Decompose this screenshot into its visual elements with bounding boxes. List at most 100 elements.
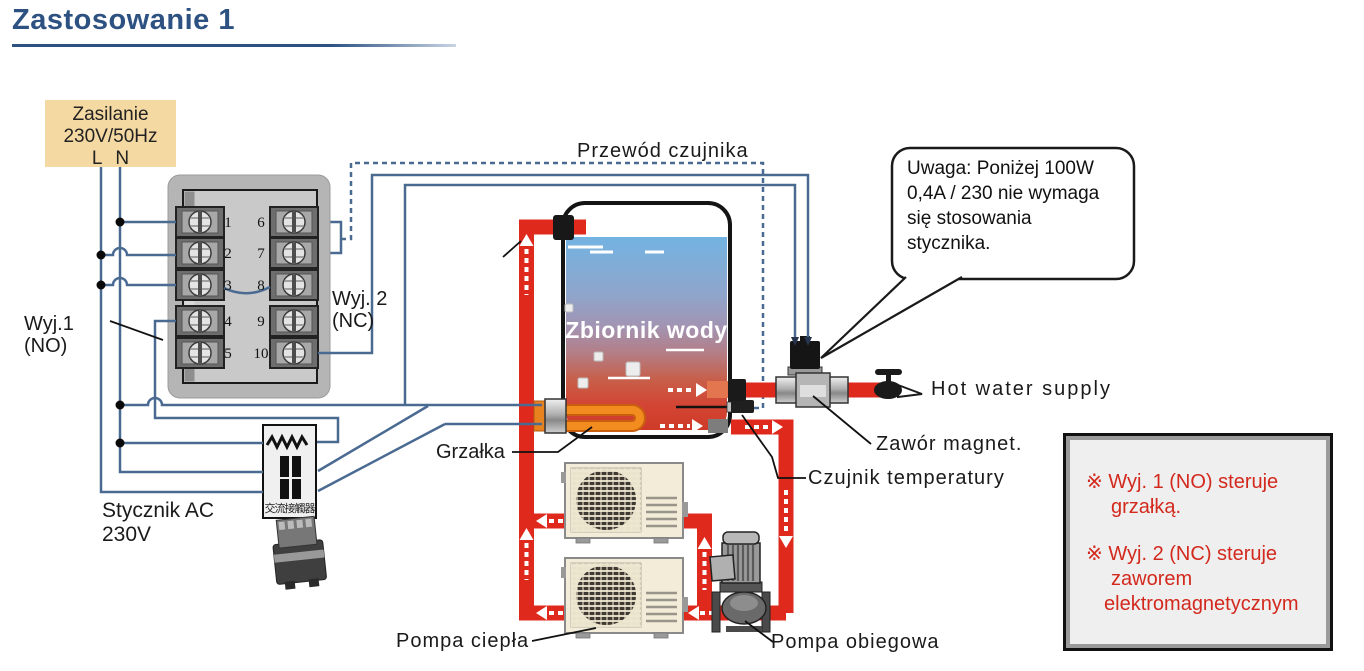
terminal-numbers: 1 2 3 4 5 6 7 8 9 10 xyxy=(224,215,268,362)
reference-mark-icon: ※ xyxy=(1086,471,1103,493)
tank-inlet-fitting-icon xyxy=(553,215,574,240)
flow-arrow-right-tank-2 xyxy=(660,419,703,433)
leader-zawor xyxy=(812,395,872,445)
contactor-line2: 230V xyxy=(102,523,152,546)
info-item-2-line1: Wyj. 2 (NC) steruje xyxy=(1108,543,1278,565)
solenoid-coil xyxy=(790,341,820,369)
leader-pompa-obiegowa xyxy=(744,620,774,643)
flow-arrow-right-outlet xyxy=(745,420,783,434)
info-item-2-line3: elektromagnetycznym xyxy=(1104,593,1299,615)
tank-label: Zbiornik wody xyxy=(565,317,728,343)
contactor-symbol xyxy=(262,424,317,519)
wire-contact-out-2 xyxy=(317,422,446,493)
terminal-screw-icon xyxy=(269,269,319,301)
contactor-line1: Stycznik AC xyxy=(102,499,215,522)
svg-text:8: 8 xyxy=(257,278,265,294)
contact-bars-icon xyxy=(280,456,301,499)
tank-water-gradient xyxy=(566,237,727,430)
wire-heater-top xyxy=(120,396,542,407)
heater-label: Grzałka xyxy=(436,441,505,463)
heater-flange xyxy=(544,398,567,434)
wire-end-arrowheads xyxy=(791,337,812,346)
svg-text:10: 10 xyxy=(254,346,269,362)
terminal-screw-icon xyxy=(175,237,225,269)
hot-outlet-port xyxy=(707,381,728,398)
wiring xyxy=(99,167,810,494)
info-item-1-line1: Wyj. 1 (NO) steruje xyxy=(1108,471,1279,493)
wire-valve-2 xyxy=(403,183,797,405)
info-item-2-line2: zaworem xyxy=(1111,568,1193,590)
solenoid-valve-icon xyxy=(775,336,849,408)
heat-pump-label: Pompa ciepła xyxy=(396,630,530,652)
wire-valve-1 xyxy=(318,173,810,355)
sensor-wire-label: Przewód czujnika xyxy=(577,140,749,162)
svg-text:4: 4 xyxy=(224,314,232,330)
flow-arrow-right-tank-1 xyxy=(668,383,707,397)
bubble-tail xyxy=(820,276,963,359)
info-box: ※ Wyj. 1 (NO) steruje grzałką. ※ Wyj. 2 … xyxy=(1063,433,1333,651)
note-bubble-shape xyxy=(820,146,1136,359)
reference-mark-icon: ※ xyxy=(1086,543,1103,565)
circ-pump-label: Pompa obiegowa xyxy=(771,631,940,653)
water-bubbles xyxy=(564,303,641,389)
svg-text:6: 6 xyxy=(257,215,265,231)
circulation-pump-icon xyxy=(709,531,771,633)
water-tank xyxy=(561,201,732,439)
note-bubble-text: Uwaga: Poniżej 100W 0,4A / 230 nie wymag… xyxy=(907,156,1099,256)
valve-label: Zawór magnet. xyxy=(876,433,1023,455)
water-surface-ripples xyxy=(568,245,664,254)
faucet-icon xyxy=(874,369,923,399)
heater-element-icon xyxy=(558,404,646,432)
wyj1-line2: (NO) xyxy=(24,335,68,357)
wyj1-label: Wyj.1 (NO) xyxy=(24,313,74,357)
contactor-symbol-text: 交流接觸器 xyxy=(264,503,316,515)
terminal-screw-icon xyxy=(175,305,225,337)
louvers xyxy=(646,496,677,528)
terminal-screw-icon xyxy=(175,337,225,369)
flow-arrow-left-hp1 xyxy=(536,514,567,528)
svg-text:1: 1 xyxy=(224,215,232,231)
svg-text:9: 9 xyxy=(257,314,265,330)
flow-arrow-up-1 xyxy=(519,234,534,295)
coil-icon xyxy=(265,433,309,451)
wire-junction-dots xyxy=(96,217,125,448)
terminal-N-label: N xyxy=(115,148,130,169)
tank-internals xyxy=(533,245,729,434)
wire-N xyxy=(118,167,263,474)
bubble-line-1: Uwaga: Poniżej 100W xyxy=(907,158,1094,179)
leader-pipe-tick xyxy=(502,240,522,258)
heat-pump-unit-1 xyxy=(561,462,688,544)
wyj2-label: Wyj. 2 (NC) xyxy=(332,288,387,332)
bottom-outlet-port xyxy=(708,419,728,433)
wire-jumper-3-8 xyxy=(223,285,271,295)
terminal-block xyxy=(167,174,331,399)
wyj2-line2: (NC) xyxy=(332,310,375,332)
terminal-screws xyxy=(175,206,319,369)
power-line-1: Zasilanie xyxy=(72,104,149,125)
terminal-screw-icon xyxy=(175,206,225,238)
title-underline xyxy=(12,44,456,47)
leader-pompa-ciepla xyxy=(531,627,597,642)
svg-text:5: 5 xyxy=(224,346,232,362)
wire-terminal-3 xyxy=(101,276,176,287)
terminal-L-label: L xyxy=(91,148,103,169)
info-box-inner: ※ Wyj. 1 (NO) steruje grzałką. ※ Wyj. 2 … xyxy=(1066,436,1330,648)
pump-junction-box xyxy=(709,554,736,582)
contactor-photo xyxy=(272,515,327,590)
info-item-2: ※ Wyj. 2 (NC) steruje zaworem elektromag… xyxy=(1086,542,1318,617)
power-line-2: 230V/50Hz xyxy=(63,126,158,147)
flow-arrow-up-2 xyxy=(519,528,534,580)
terminal-screw-icon xyxy=(269,206,319,238)
wire-contact-out-1 xyxy=(317,404,429,473)
flow-arrows xyxy=(519,234,793,620)
bubble-line-2: 0,4A / 230 nie wymaga xyxy=(907,183,1100,204)
temp-sensor-icon xyxy=(726,400,754,413)
water-streaks xyxy=(608,348,704,380)
louvers xyxy=(646,591,677,623)
wire-terminal-2 xyxy=(101,246,176,257)
terminal-screw-icon xyxy=(269,305,319,337)
contactor-label: Stycznik AC 230V xyxy=(102,499,214,547)
info-item-1-line2: grzałką. xyxy=(1111,496,1182,518)
